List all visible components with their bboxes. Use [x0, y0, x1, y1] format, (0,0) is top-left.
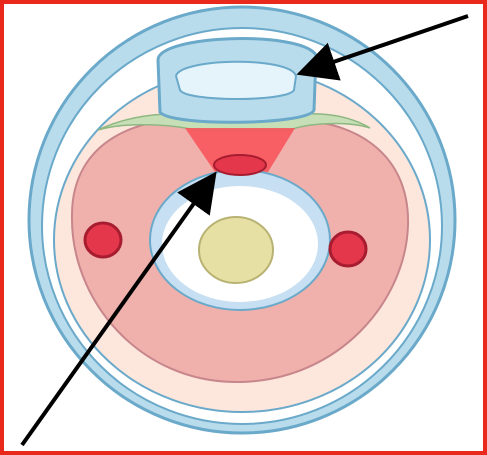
- left-vessel: [85, 223, 121, 257]
- top-vessel: [214, 155, 266, 175]
- yellow-core: [199, 217, 273, 283]
- top-blob-inner: [176, 62, 296, 99]
- right-vessel: [330, 232, 366, 266]
